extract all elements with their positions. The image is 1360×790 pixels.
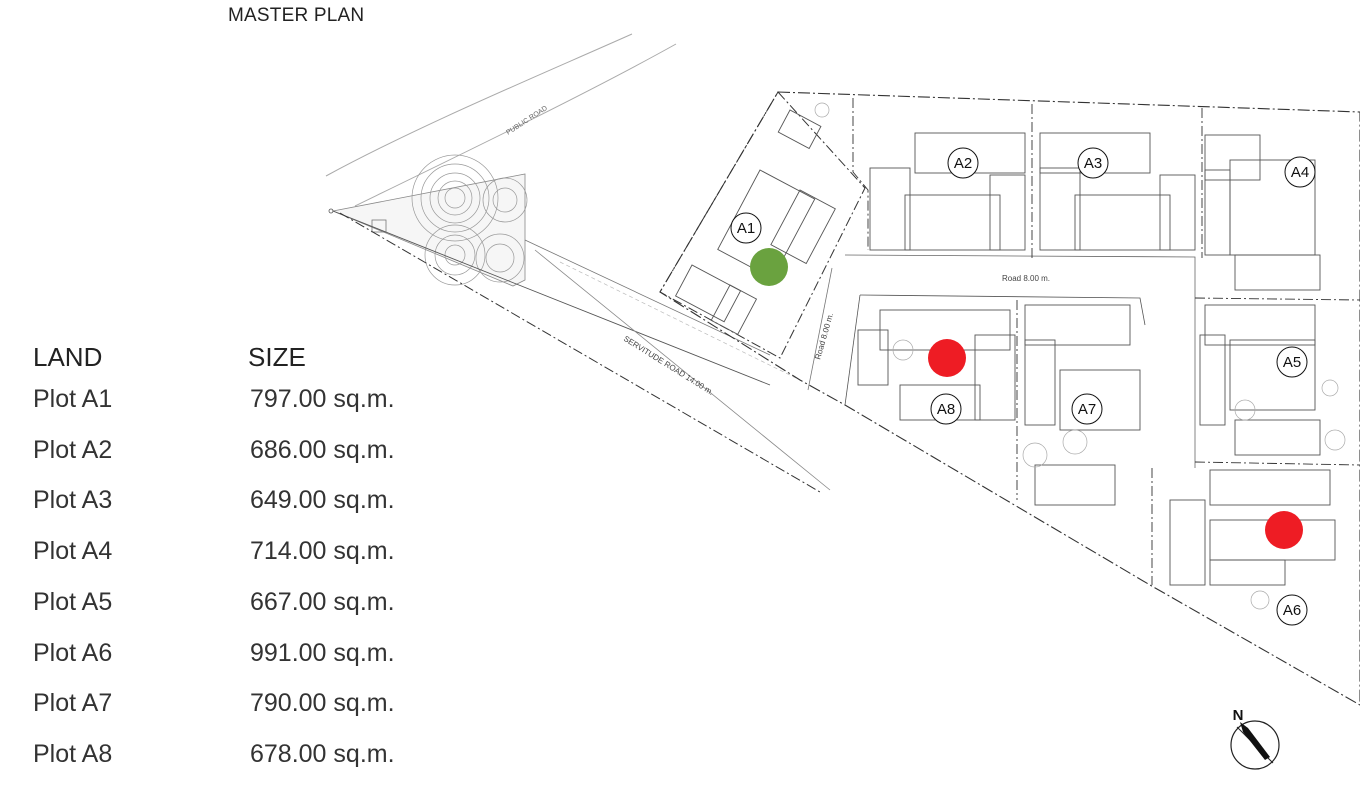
road-label-vertical: Road 8.00 m.	[813, 312, 835, 361]
plot-size: 790.00 sq.m.	[250, 689, 395, 718]
land-header: LAND	[33, 342, 103, 372]
plot-label-a8: A8	[937, 401, 955, 418]
landscape-area	[331, 173, 526, 287]
plot-label-a3: A3	[1084, 155, 1102, 172]
status-marker-a6[interactable]	[1265, 511, 1303, 549]
plot-name: Plot A8	[33, 739, 113, 768]
servitude-road-line	[534, 249, 831, 491]
tree-icon	[814, 102, 830, 118]
public-road-edge	[325, 33, 633, 177]
plot-label-a6: A6	[1283, 602, 1301, 619]
plot-name: Plot A1	[33, 385, 113, 413]
plot-label-a2: A2	[954, 155, 972, 172]
plot-size: 667.00 sq.m.	[250, 587, 395, 616]
plot-boundary-a1	[659, 91, 866, 359]
plot-size: 678.00 sq.m.	[250, 739, 395, 768]
road-label-horizontal: Road 8.00 m.	[1002, 274, 1050, 283]
plot-name: Plot A3	[33, 486, 113, 515]
plot-name: Plot A7	[33, 689, 113, 718]
plot-name: Plot A5	[33, 587, 113, 616]
compass-n-label: N	[1233, 707, 1244, 724]
plot-label-a5: A5	[1283, 354, 1301, 371]
site-boundary	[659, 91, 1360, 706]
table-row: Plot A1 797.00 sq.m.	[22, 384, 427, 435]
north-compass-icon: N	[1230, 707, 1280, 770]
plot-size: 714.00 sq.m.	[250, 537, 395, 566]
page-title: MASTER PLAN	[228, 5, 365, 26]
table-row: Plot A8 678.00 sq.m.	[22, 739, 427, 790]
table-row: Plot A4 714.00 sq.m.	[22, 536, 427, 587]
land-size-table: LAND SIZE Plot A1 797.00 sq.m. Plot A2 686.…	[22, 335, 427, 780]
road-edge	[859, 294, 1146, 326]
house-footprints	[857, 132, 1336, 586]
road-edge	[807, 267, 833, 391]
servitude-road-line	[339, 212, 821, 493]
table-row: Plot A5 667.00 sq.m.	[22, 587, 427, 638]
plot-size: 797.00 sq.m.	[250, 385, 395, 413]
trees	[892, 339, 1346, 610]
plot-a1-buildings	[674, 109, 836, 336]
plot-label-a4: A4	[1291, 164, 1309, 181]
servitude-road-label: SERVITUDE ROAD 14.00 m.	[622, 334, 715, 397]
landscape-rings	[411, 154, 528, 286]
road-edge	[844, 294, 861, 406]
size-header: SIZE	[248, 342, 306, 372]
public-road-label: PUBLIC ROAD	[505, 105, 549, 137]
servitude-road-line	[332, 210, 771, 386]
plot-name: Plot A6	[33, 638, 113, 667]
table-row: Plot A2 686.00 sq.m.	[22, 435, 427, 486]
plot-name: Plot A2	[33, 435, 113, 464]
plot-size: 686.00 sq.m.	[250, 435, 395, 464]
road-edge	[844, 254, 1196, 468]
table-row: Plot A7 790.00 sq.m.	[22, 688, 427, 739]
public-road-edge	[354, 43, 677, 207]
gate-box	[371, 219, 387, 233]
plot-size: 991.00 sq.m.	[250, 638, 395, 667]
status-marker-a8[interactable]	[928, 339, 966, 377]
table-row: Plot A3 649.00 sq.m.	[22, 485, 427, 536]
servitude-road-line	[559, 261, 801, 381]
plot-size: 649.00 sq.m.	[250, 486, 395, 515]
plot-label-a1: A1	[737, 220, 755, 237]
table-row: Plot A6 991.00 sq.m.	[22, 638, 427, 689]
plot-dividers	[852, 98, 1360, 585]
plot-labels: A1 A2 A3 A4 A5 A6 A7 A8	[730, 147, 1316, 626]
plot-name: Plot A4	[33, 537, 113, 566]
status-marker-a1[interactable]	[750, 248, 788, 286]
plot-label-a7: A7	[1078, 401, 1096, 418]
